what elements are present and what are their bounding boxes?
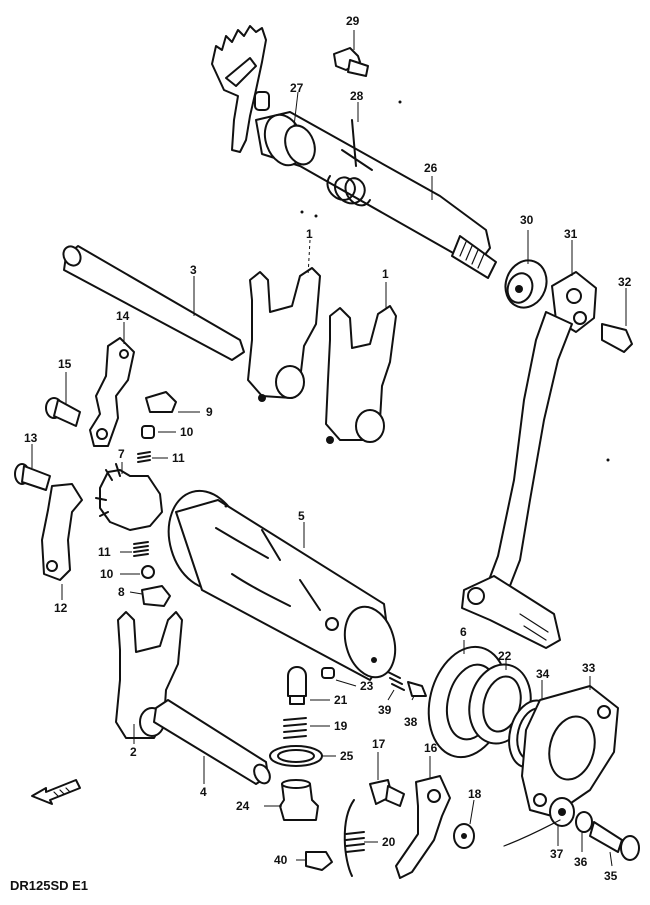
callout-27: 27 [290, 81, 304, 95]
callout-3: 3 [190, 263, 197, 277]
cam-7 [95, 463, 163, 531]
callout-8: 8 [118, 585, 125, 599]
callout-22: 22 [498, 649, 512, 663]
bolt-29 [333, 47, 369, 77]
bolt-13 [14, 463, 51, 491]
callout-26: 26 [424, 161, 438, 175]
cam-stopper-plate-14 [89, 337, 135, 447]
callout-21: 21 [334, 693, 348, 707]
contact-21 [287, 666, 307, 705]
pin-10-lower [141, 565, 155, 579]
bolt-17 [369, 779, 405, 807]
callout-34: 34 [536, 667, 550, 681]
callout-5: 5 [298, 509, 305, 523]
spring-11-lower [133, 541, 149, 557]
callout-10-lower: 10 [100, 567, 114, 581]
callout-18: 18 [468, 787, 482, 801]
washer-36 [575, 811, 593, 833]
gearshift-lever-31 [461, 271, 597, 649]
callout-32: 32 [618, 275, 632, 289]
callout-4: 4 [200, 785, 207, 799]
callout-6: 6 [460, 625, 467, 639]
washer-37 [549, 797, 575, 827]
gearshift-shaft-assembly [211, 25, 497, 279]
callout-36: 36 [574, 855, 588, 869]
callout-29: 29 [346, 14, 360, 28]
callout-12: 12 [54, 601, 68, 615]
callout-9: 9 [206, 405, 213, 419]
diagram-code: DR125SD E1 [10, 878, 88, 893]
callout-1b: 1 [382, 267, 389, 281]
callout-28: 28 [350, 89, 364, 103]
callout-11-top: 11 [172, 451, 185, 465]
bolt-15 [45, 397, 81, 427]
pin-8 [141, 585, 171, 607]
callout-38: 38 [404, 715, 418, 729]
bolt-35 [589, 821, 640, 861]
callout-1a: 1 [306, 227, 313, 241]
pin-10-top [141, 425, 155, 439]
callout-16: 16 [424, 741, 438, 755]
fork-shaft-3 [62, 245, 245, 361]
callout-25: 25 [340, 749, 354, 763]
callout-24: 24 [236, 799, 250, 813]
cover-33 [521, 685, 619, 817]
spring-20 [343, 799, 365, 877]
bolt-32 [601, 323, 633, 353]
forward-arrow-icon [31, 779, 81, 805]
callout-33: 33 [582, 661, 596, 675]
callout-19: 19 [334, 719, 348, 733]
callout-labels: 29 27 28 26 30 31 32 1 1 3 14 15 9 10 11… [24, 14, 632, 883]
spring-19 [283, 717, 307, 739]
callout-7: 7 [118, 447, 125, 461]
callout-10-top: 10 [180, 425, 194, 439]
callout-13: 13 [24, 431, 38, 445]
pin-9 [145, 391, 177, 413]
callout-14: 14 [116, 309, 130, 323]
callout-30: 30 [520, 213, 534, 227]
switch-cap-24 [279, 779, 319, 821]
callout-37: 37 [550, 847, 564, 861]
callout-31: 31 [564, 227, 578, 241]
washer-18 [453, 823, 475, 849]
lever-16 [395, 775, 451, 879]
callout-11-lower: 11 [98, 545, 111, 559]
callout-40: 40 [274, 853, 288, 867]
callout-35: 35 [604, 869, 618, 883]
stopper-12 [41, 483, 83, 581]
spring-39 [387, 671, 405, 691]
callout-17: 17 [372, 737, 386, 751]
oil-seal-30 [504, 259, 548, 309]
pin-38 [407, 681, 427, 697]
callout-2: 2 [130, 745, 137, 759]
shift-fork-1b [325, 305, 397, 444]
fork-shaft-4 [153, 699, 271, 785]
o-ring-25 [269, 745, 323, 767]
cam-drum-5 [167, 489, 397, 681]
spring-11-top [137, 451, 151, 463]
shift-fork-1a [247, 267, 321, 402]
pin-23 [321, 667, 335, 679]
callout-39: 39 [378, 703, 392, 717]
leader-lines [31, 30, 627, 867]
callout-15: 15 [58, 357, 72, 371]
callout-20: 20 [382, 835, 396, 849]
bolt-40 [305, 851, 333, 871]
callout-23: 23 [360, 679, 374, 693]
